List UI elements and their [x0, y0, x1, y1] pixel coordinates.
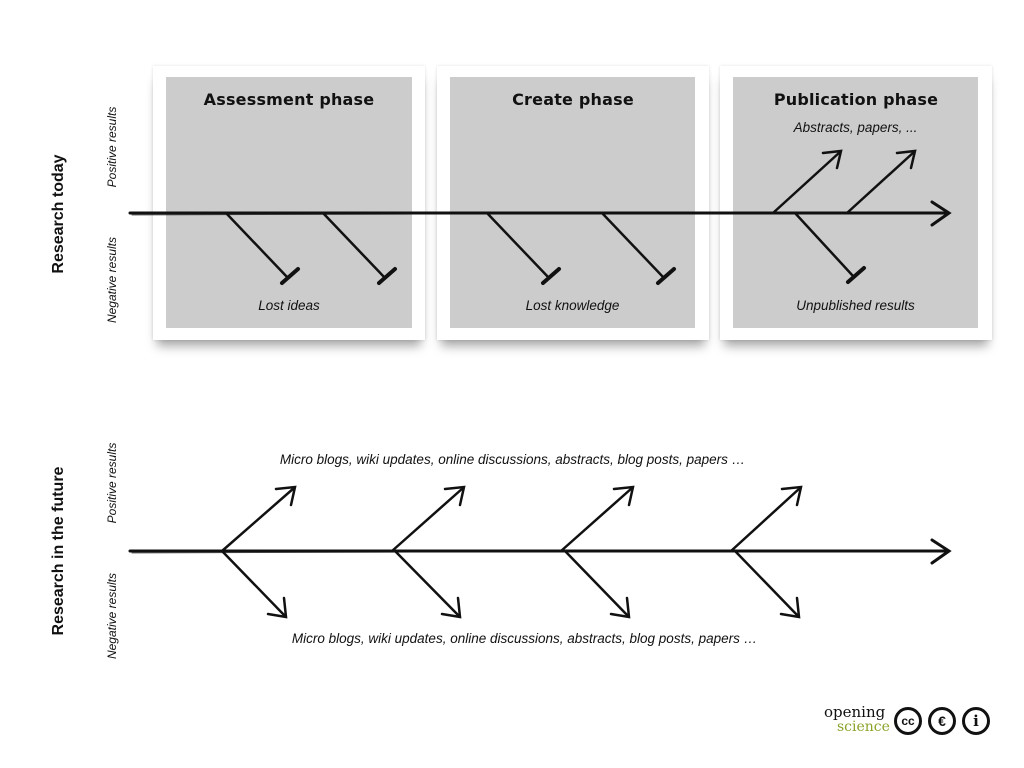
logo-line-opening: opening [824, 703, 886, 721]
phase-title-assessment: Assessment phase [203, 90, 375, 109]
phase-title-publication: Publication phase [773, 90, 939, 109]
future-negative-caption: Micro blogs, wiki updates, online discus… [291, 631, 758, 646]
attribution-icon: i [962, 707, 990, 735]
future-negative-branch [220, 549, 801, 619]
axis-arrowhead-future [930, 538, 952, 565]
publication-top-caption: Abstracts, papers, ... [793, 120, 918, 135]
phase-panel-create [450, 77, 695, 328]
publication-branch [771, 149, 917, 215]
phase-panel-publication [733, 77, 978, 328]
caption-lost-knowledge: Lost knowledge [525, 298, 620, 313]
logo-line-science: science [837, 719, 890, 735]
phase-panel-assessment [166, 77, 412, 328]
noncommercial-icon: € [928, 707, 956, 735]
lost-branch [224, 211, 866, 285]
cc-icon: cc [894, 707, 922, 735]
caption-unpublished-results: Unpublished results [796, 298, 915, 313]
axis-arrowhead-today [930, 200, 952, 227]
future-positive-caption: Micro blogs, wiki updates, online discus… [279, 452, 746, 467]
future-positive-branch [220, 485, 803, 553]
phase-title-create: Create phase [512, 90, 634, 109]
caption-lost-ideas: Lost ideas [258, 298, 320, 313]
